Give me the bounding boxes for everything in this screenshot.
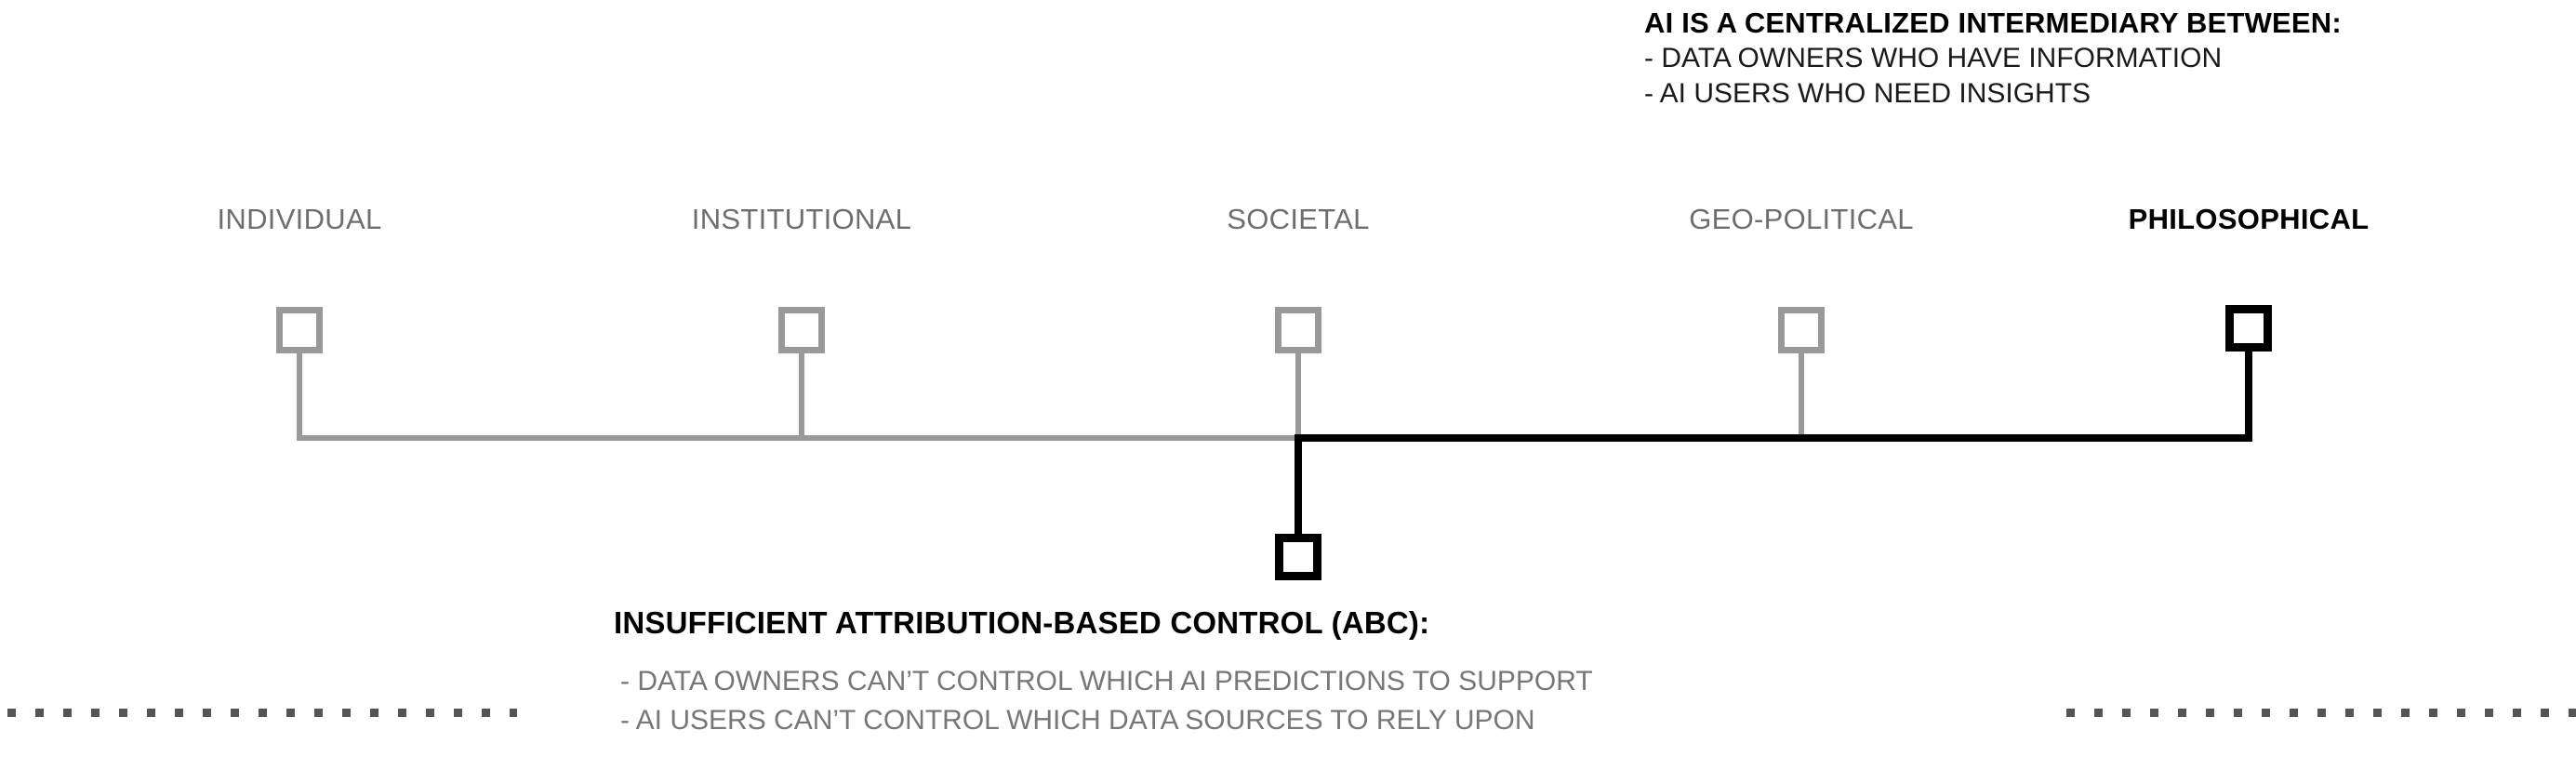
ai-intermediary-bullet-2: - AI USERS WHO NEED INSIGHTS bbox=[1644, 78, 2091, 109]
abc-callout: INSUFFICIENT ATTRIBUTION-BASED CONTROL (… bbox=[614, 603, 2009, 740]
node-stem-individual bbox=[297, 353, 302, 440]
node-label-societal: SOCIETAL bbox=[1227, 203, 1370, 235]
branch-node-square-abc[interactable] bbox=[1275, 534, 1321, 580]
node-stem-philosophical bbox=[2245, 352, 2252, 440]
node-stem-geo-political bbox=[1799, 353, 1804, 440]
abc-bullet-2: - AI USERS CAN’T CONTROL WHICH DATA SOUR… bbox=[620, 705, 1535, 736]
node-stem-institutional bbox=[799, 353, 804, 440]
node-square-institutional[interactable] bbox=[778, 307, 825, 353]
node-square-individual[interactable] bbox=[276, 307, 323, 353]
node-square-philosophical[interactable] bbox=[2225, 305, 2272, 352]
dotted-rule-right bbox=[2066, 709, 2576, 717]
node-square-geo-political[interactable] bbox=[1778, 307, 1825, 353]
bus-line-inactive-segment bbox=[297, 435, 1298, 441]
node-label-individual: INDIVIDUAL bbox=[217, 203, 382, 235]
node-label-geo-political: GEO-POLITICAL bbox=[1689, 203, 1914, 235]
dotted-rule-left bbox=[7, 709, 517, 717]
abc-bullet-1: - DATA OWNERS CAN’T CONTROL WHICH AI PRE… bbox=[620, 666, 1593, 697]
ai-intermediary-callout: AI IS A CENTRALIZED INTERMEDIARY BETWEEN… bbox=[1644, 6, 2537, 112]
node-stem-societal bbox=[1295, 353, 1301, 440]
bus-line-active-segment bbox=[1295, 434, 2252, 442]
node-label-philosophical: PHILOSOPHICAL bbox=[2128, 203, 2370, 235]
abc-bullet-list: - DATA OWNERS CAN’T CONTROL WHICH AI PRE… bbox=[620, 662, 2009, 740]
ai-intermediary-heading: AI IS A CENTRALIZED INTERMEDIARY BETWEEN… bbox=[1644, 7, 2342, 39]
branch-stem-abc bbox=[1295, 434, 1302, 537]
abc-heading: INSUFFICIENT ATTRIBUTION-BASED CONTROL (… bbox=[614, 605, 1430, 640]
node-square-societal[interactable] bbox=[1275, 307, 1321, 353]
node-label-institutional: INSTITUTIONAL bbox=[691, 203, 912, 235]
ai-intermediary-bullet-1: - DATA OWNERS WHO HAVE INFORMATION bbox=[1644, 43, 2223, 73]
